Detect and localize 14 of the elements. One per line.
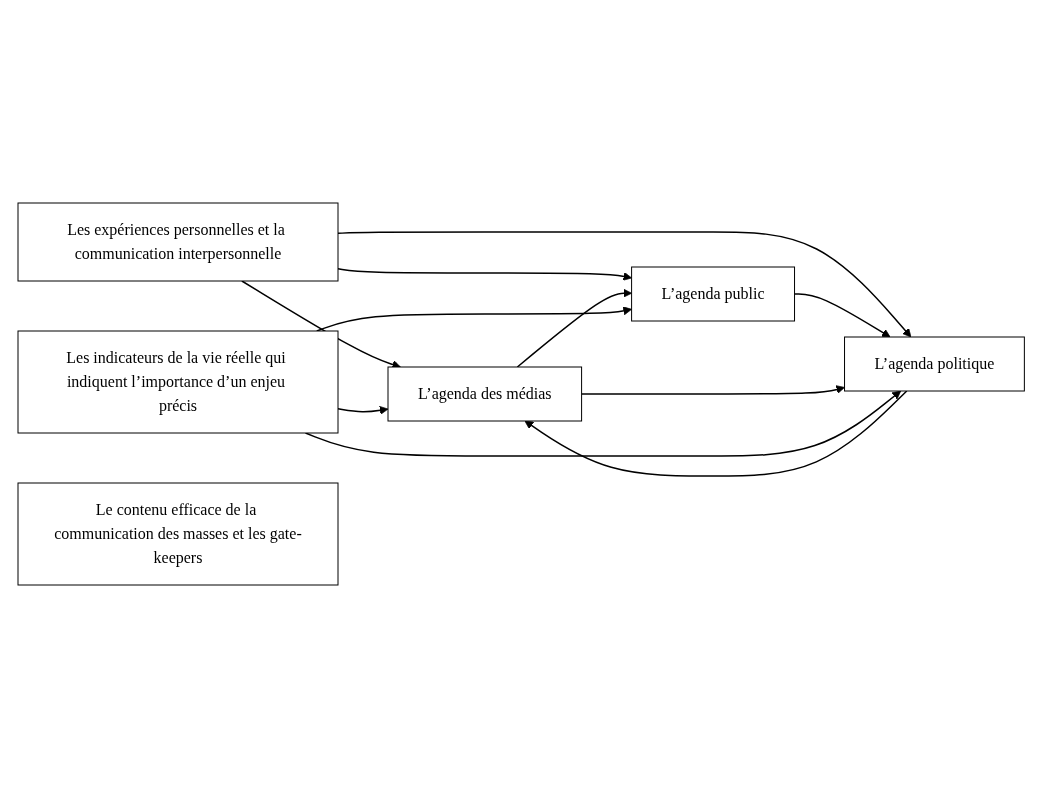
- arrow: [337, 267, 632, 281]
- node-box: Le contenu efficace de la communication des masses et les gate-keepers: [17, 482, 339, 585]
- node-box: Les indicateurs de la vie réelle qui indiquent l’importance d’un enjeu précis: [17, 330, 339, 433]
- arrow: [793, 292, 891, 337]
- arrow: [337, 405, 389, 415]
- node-box: Les expériences personnelles et la communication interpersonnelle: [17, 202, 339, 281]
- arrow: [580, 384, 845, 395]
- node-box: L’agenda politique: [843, 336, 1025, 391]
- arrow: [516, 288, 632, 368]
- arrow: [337, 230, 912, 337]
- node-box: L’agenda public: [630, 266, 795, 321]
- node-box: L’agenda des médias: [387, 366, 582, 421]
- arrow: [524, 389, 908, 477]
- arrow: [304, 390, 901, 457]
